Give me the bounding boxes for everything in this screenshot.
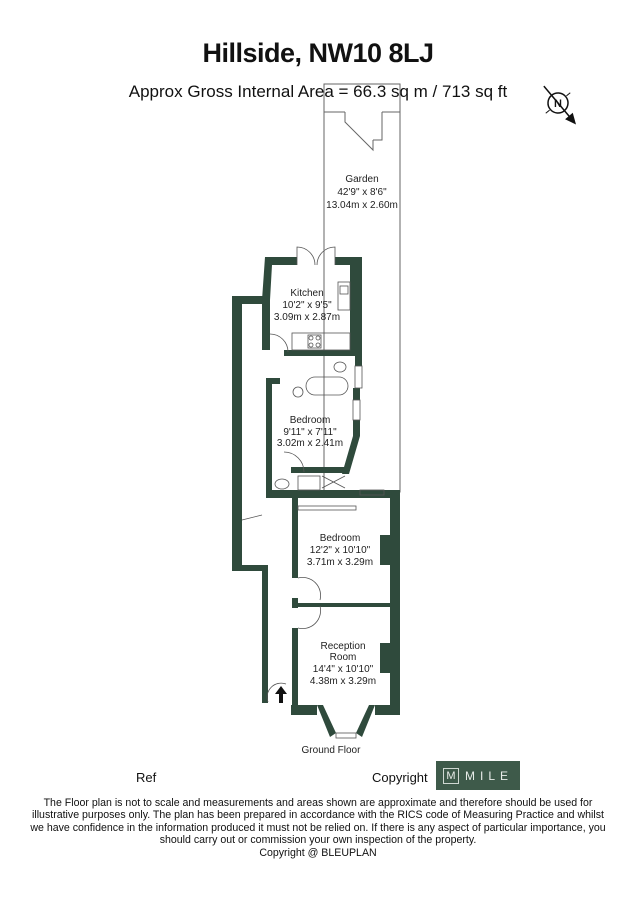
logo-letter: M: [442, 767, 459, 784]
compass-label: N: [554, 98, 562, 110]
logo-text: MILE: [464, 768, 513, 783]
mile-logo: M MILE: [436, 761, 520, 790]
svg-text:Room: Room: [330, 652, 357, 663]
svg-text:14'4" x 10'10": 14'4" x 10'10": [313, 664, 374, 675]
area-subtitle: Approx Gross Internal Area = 66.3 sq m /…: [128, 82, 508, 101]
entrance-arrow-icon: [275, 686, 287, 703]
svg-text:12'2" x 10'10": 12'2" x 10'10": [310, 545, 371, 556]
room-reception: Reception Room 14'4" x 10'10" 4.38m x 3.…: [310, 641, 376, 687]
credit: Copyright @ BLEUPLAN: [259, 847, 377, 859]
svg-text:Bedroom: Bedroom: [290, 415, 331, 426]
svg-text:Kitchen: Kitchen: [290, 288, 323, 299]
disclaimer: The Floor plan is not to scale and measu…: [30, 797, 606, 847]
floor-label: Ground Floor: [302, 745, 362, 756]
svg-text:4.38m x 3.29m: 4.38m x 3.29m: [310, 676, 376, 687]
room-garden: Garden 42'9" x 8'6" 13.04m x 2.60m: [326, 174, 398, 211]
room-bedroom-1: Bedroom 9'11" x 7'11" 3.02m x 2.41m: [277, 415, 343, 449]
svg-text:3.02m x 2.41m: 3.02m x 2.41m: [277, 438, 343, 449]
svg-text:Bedroom: Bedroom: [320, 533, 361, 544]
svg-text:42'9" x 8'6": 42'9" x 8'6": [337, 187, 387, 198]
ref-label: Ref: [136, 770, 157, 785]
walls: [232, 257, 400, 737]
svg-text:10'2" x 9'5": 10'2" x 9'5": [282, 300, 332, 311]
svg-text:Reception: Reception: [320, 641, 365, 652]
north-arrow-icon: N: [543, 85, 576, 125]
fixtures: [241, 246, 385, 739]
copyright-label: Copyright: [372, 770, 428, 785]
svg-text:9'11" x 7'11": 9'11" x 7'11": [283, 427, 337, 438]
svg-text:13.04m x 2.60m: 13.04m x 2.60m: [326, 200, 398, 211]
svg-text:3.09m x 2.87m: 3.09m x 2.87m: [274, 312, 340, 323]
room-bedroom-2: Bedroom 12'2" x 10'10" 3.71m x 3.29m: [307, 533, 373, 568]
svg-text:3.71m x 3.29m: 3.71m x 3.29m: [307, 557, 373, 568]
page-title: Hillside, NW10 8LJ: [202, 38, 434, 68]
room-kitchen: Kitchen 10'2" x 9'5" 3.09m x 2.87m: [274, 288, 340, 323]
svg-text:Garden: Garden: [345, 174, 378, 185]
